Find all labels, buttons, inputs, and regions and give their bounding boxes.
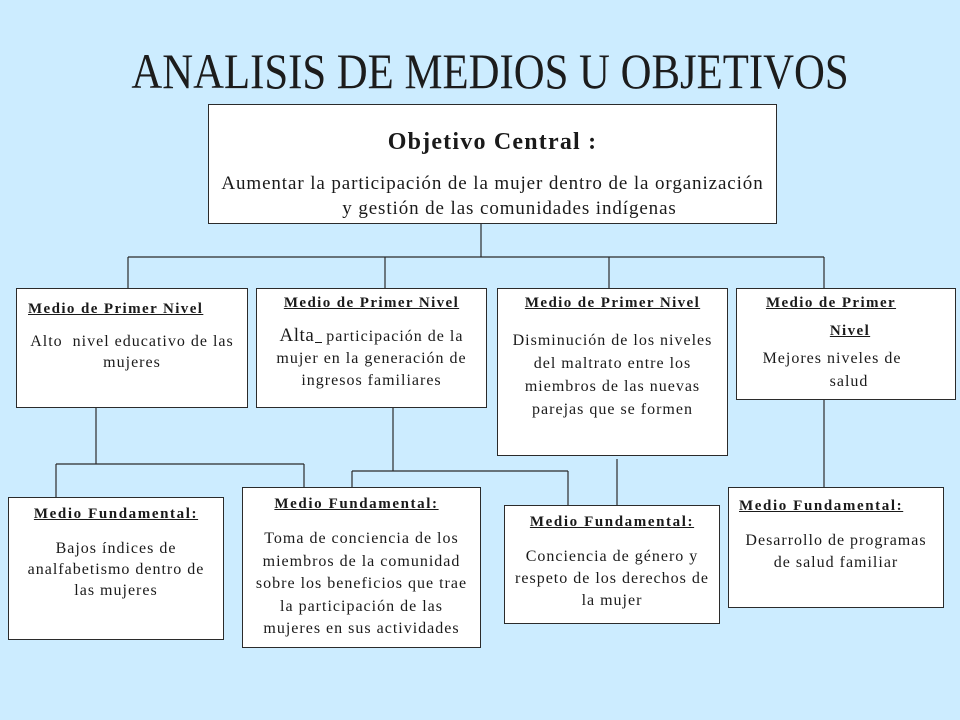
fundamental-means-text: Bajos índices de analfabetismo dentro de… — [9, 538, 223, 601]
text-line: las mujeres — [74, 582, 158, 599]
text-line: Toma de conciencia de los — [264, 530, 459, 547]
text-line: Alto nivel educativo de las — [30, 333, 234, 350]
text-line: mujeres en sus actividades — [263, 620, 460, 637]
fundamental-means-label: Medio Fundamental: — [529, 514, 695, 530]
text-line: parejas que se formen — [532, 401, 693, 418]
text-line: respeto de los derechos de — [515, 570, 709, 587]
fundamental-means-label: Medio Fundamental: — [739, 498, 904, 514]
first-level-means-label: Medio de Primer Nivel — [524, 295, 701, 311]
first-level-means-text: Alto nivel educativo de las mujeres — [17, 331, 247, 373]
first-level-means-text: Mejores niveles de salud — [737, 347, 955, 393]
text-line: Disminución de los niveles — [512, 332, 713, 349]
text-line: Mejores niveles de — [762, 350, 902, 367]
text-line: Bajos índices de — [55, 540, 177, 557]
text-line: sobre los beneficios que trae — [255, 575, 468, 592]
fundamental-means-text: Toma de conciencia de los miembros de la… — [243, 528, 480, 641]
fundamental-means-label: Medio Fundamental: — [274, 496, 439, 512]
first-level-means-label: Medio de Primer Nivel — [737, 289, 955, 345]
first-level-means-box-1: Medio de Primer Nivel Alto nivel educati… — [16, 288, 248, 408]
first-level-means-text: Disminución de los niveles del maltrato … — [498, 329, 727, 421]
text-line: mujer en la generación de — [276, 350, 467, 367]
text-line: de salud familiar — [773, 554, 899, 571]
first-level-means-box-3: Medio de Primer Nivel Disminución de los… — [497, 288, 728, 456]
text-line: miembros de la comunidad — [262, 552, 461, 570]
text-line: la mujer — [581, 592, 643, 609]
central-objective-box: Objetivo Central : Aumentar la participa… — [208, 104, 777, 224]
text-line: Alta participación de la — [257, 325, 486, 348]
text-line-rest: participación de la — [326, 328, 464, 345]
first-level-means-text: Alta participación de la mujer en la gene… — [257, 325, 486, 392]
fundamental-means-label: Medio Fundamental: — [33, 506, 199, 522]
text-line: mujeres — [103, 354, 161, 371]
fundamental-means-box-2: Medio Fundamental: Toma de conciencia de… — [242, 487, 481, 648]
text-line: del maltrato entre los — [533, 355, 692, 372]
text-line: miembros de las nuevas — [524, 378, 701, 395]
central-objective-text: Aumentar la participación de la mujer de… — [209, 171, 776, 221]
first-level-means-label: Medio de Primer Nivel — [283, 295, 460, 311]
first-level-means-box-4: Medio de Primer Nivel Mejores niveles de… — [736, 288, 956, 400]
text-line: analfabetismo dentro de — [27, 561, 205, 578]
underline-mark — [315, 342, 323, 343]
central-objective-line: y gestión de las comunidades indígenas — [342, 198, 677, 219]
label-line: Medio de Primer — [765, 295, 897, 311]
fundamental-means-text: Desarrollo de programas de salud familia… — [729, 530, 943, 574]
fundamental-means-text: Conciencia de género y respeto de los de… — [505, 546, 719, 612]
central-objective-label: Objetivo Central : — [387, 129, 598, 155]
label-line: Nivel — [829, 323, 871, 339]
page-title: ANALISIS DE MEDIOS U OBJETIVOS — [131, 43, 849, 99]
central-objective-line: Aumentar la participación de la mujer de… — [221, 173, 764, 194]
text-line: salud — [829, 373, 869, 390]
lead-word: Alta — [279, 325, 315, 346]
fundamental-means-box-3: Medio Fundamental: Conciencia de género … — [504, 505, 720, 624]
first-level-means-label: Medio de Primer Nivel — [28, 301, 204, 317]
fundamental-means-box-4: Medio Fundamental: Desarrollo de program… — [728, 487, 944, 608]
text-line: la participación de las — [280, 597, 443, 615]
text-line: Conciencia de género y — [525, 548, 699, 565]
first-level-means-box-2: Medio de Primer Nivel Alta participación … — [256, 288, 487, 408]
fundamental-means-box-1: Medio Fundamental: Bajos índices de anal… — [8, 497, 224, 640]
text-line: ingresos familiares — [301, 372, 442, 389]
text-line: Desarrollo de programas — [745, 532, 927, 549]
